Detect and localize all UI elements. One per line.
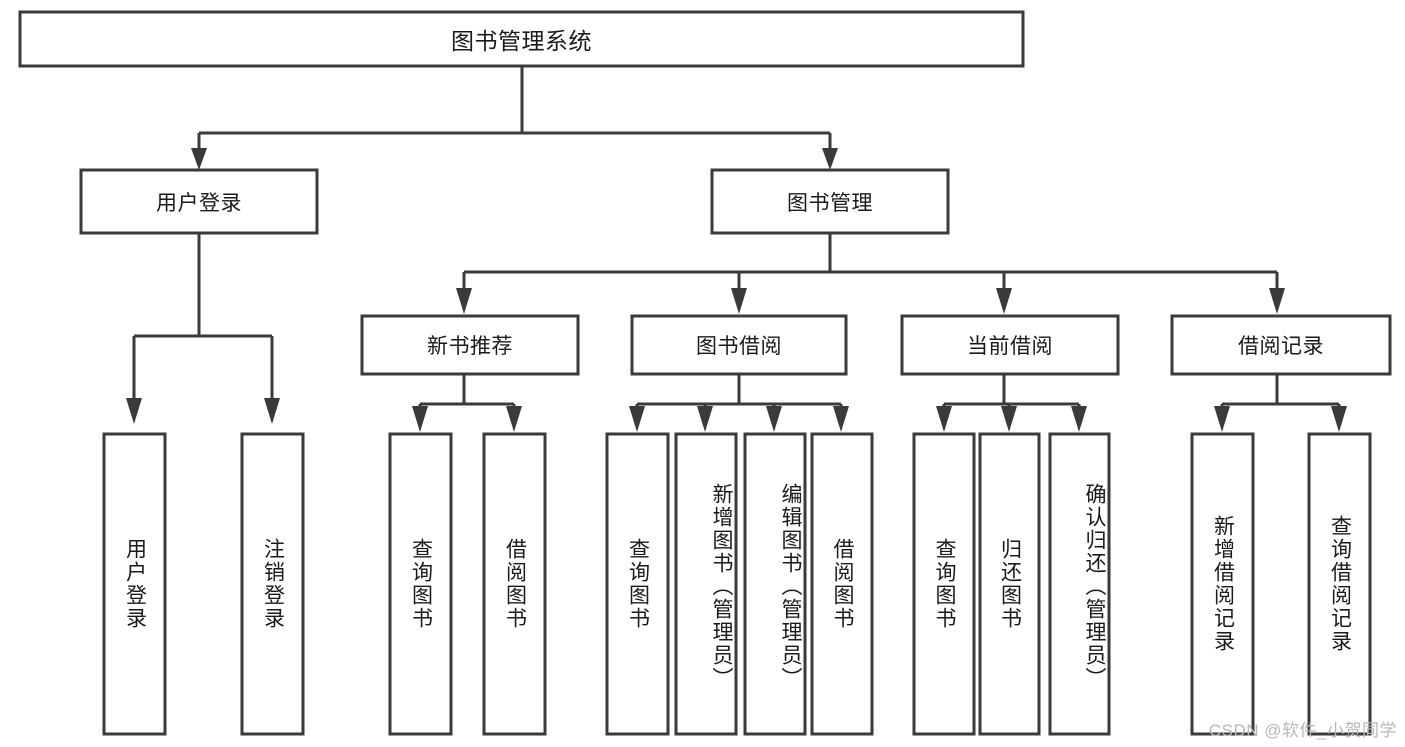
node-leaf-user-login[interactable] — [102, 432, 167, 736]
arrow-cb-confirm-return — [1071, 406, 1087, 432]
node-leaf-cb-query-book[interactable] — [912, 432, 976, 736]
arrow-to-current-borrow — [996, 288, 1012, 314]
arrow-to-leaf-logout — [264, 398, 280, 424]
node-book-management[interactable] — [710, 168, 950, 235]
arrow-bb-edit-book — [766, 406, 782, 432]
node-current-borrow[interactable] — [900, 314, 1120, 376]
node-leaf-bb-query-book[interactable] — [605, 432, 670, 736]
arrow-to-new-book-recommend — [456, 288, 472, 314]
node-root-system[interactable] — [18, 10, 1025, 68]
arrow-br-query-record — [1331, 406, 1347, 432]
node-book-borrow[interactable] — [630, 314, 848, 376]
arrow-bb-borrow-book — [833, 406, 849, 432]
arrow-to-borrow-record — [1269, 288, 1285, 314]
node-leaf-bb-edit-book[interactable] — [743, 432, 807, 736]
arrow-cb-return-book — [1001, 406, 1017, 432]
node-leaf-bb-add-book[interactable] — [674, 432, 738, 736]
node-leaf-cb-return-book[interactable] — [978, 432, 1041, 736]
csdn-watermark: CSDN @软件_小贺同学 — [1208, 721, 1397, 740]
node-user-login[interactable] — [79, 168, 319, 235]
node-leaf-br-add-record[interactable] — [1190, 432, 1255, 736]
node-new-book-recommend[interactable] — [360, 314, 580, 376]
node-leaf-logout-login[interactable] — [240, 432, 305, 736]
arrow-cb-query-book — [936, 406, 952, 432]
arrow-nbr-query-book — [412, 406, 428, 432]
arrow-root-to-user-login — [191, 148, 207, 170]
arrow-bb-query-book — [629, 406, 645, 432]
arrow-to-leaf-user-login — [126, 398, 142, 424]
arrow-root-to-book-mgmt — [822, 148, 838, 170]
arrow-bb-add-book — [697, 406, 713, 432]
node-leaf-cb-confirm-return[interactable] — [1048, 432, 1111, 736]
node-leaf-nbr-query-book[interactable] — [388, 432, 453, 736]
arrow-nbr-borrow-book — [506, 406, 522, 432]
node-borrow-record[interactable] — [1170, 314, 1392, 376]
node-leaf-br-query-record[interactable] — [1307, 432, 1372, 736]
arrow-br-add-record — [1214, 406, 1230, 432]
node-leaf-nbr-borrow-book[interactable] — [482, 432, 547, 736]
arrow-to-book-borrow — [731, 288, 747, 314]
node-leaf-bb-borrow-book[interactable] — [810, 432, 874, 736]
